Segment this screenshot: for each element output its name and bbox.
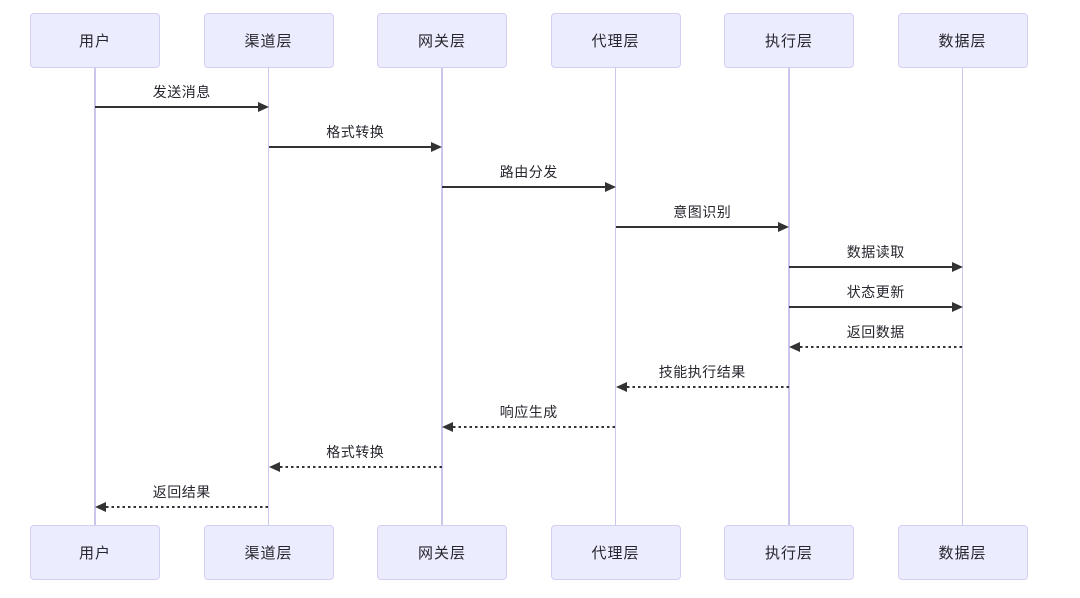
message-line xyxy=(789,266,952,268)
arrowhead-icon xyxy=(951,262,963,272)
lifeline-agent xyxy=(614,68,617,525)
message-line xyxy=(95,106,258,108)
message-label: 响应生成 xyxy=(499,404,558,420)
arrowhead-icon xyxy=(95,502,106,512)
actor-box-bottom-gateway: 网关层 xyxy=(377,525,507,580)
message-line xyxy=(789,306,952,308)
message-line xyxy=(800,346,963,348)
message-line xyxy=(279,466,442,468)
message-line xyxy=(268,146,431,148)
actor-box-bottom-data: 数据层 xyxy=(897,525,1028,580)
lifeline-executor xyxy=(788,68,790,525)
arrowhead-icon xyxy=(778,222,789,232)
arrowhead-icon xyxy=(442,422,453,432)
arrowhead-icon xyxy=(431,142,442,152)
lifeline-data xyxy=(961,68,964,525)
message-label: 技能执行结果 xyxy=(658,364,746,380)
arrowhead-icon xyxy=(789,342,800,352)
actor-box-bottom-executor: 执行层 xyxy=(724,525,854,580)
message-label: 路由分发 xyxy=(499,164,558,180)
message-label: 数据读取 xyxy=(846,244,905,260)
actor-box-top-gateway: 网关层 xyxy=(377,13,507,68)
message-line xyxy=(453,426,616,428)
actor-box-top-user: 用户 xyxy=(30,13,160,68)
lifeline-user xyxy=(94,68,96,525)
actor-box-top-channel: 渠道层 xyxy=(203,13,334,68)
lifeline-channel xyxy=(267,68,270,525)
arrowhead-icon xyxy=(604,182,616,192)
message-label: 格式转换 xyxy=(326,124,385,140)
message-line xyxy=(442,186,605,188)
message-line xyxy=(615,226,778,228)
actor-box-bottom-agent: 代理层 xyxy=(550,525,681,580)
actor-box-top-executor: 执行层 xyxy=(724,13,854,68)
actor-box-top-data: 数据层 xyxy=(897,13,1028,68)
arrowhead-icon xyxy=(268,462,280,472)
message-line xyxy=(106,506,269,508)
arrowhead-icon xyxy=(615,382,627,392)
actor-box-bottom-user: 用户 xyxy=(30,525,160,580)
actor-box-bottom-channel: 渠道层 xyxy=(203,525,334,580)
message-label: 发送消息 xyxy=(152,84,211,100)
message-label: 状态更新 xyxy=(846,284,905,300)
arrowhead-icon xyxy=(257,102,269,112)
lifeline-gateway xyxy=(441,68,443,525)
message-label: 格式转换 xyxy=(326,444,385,460)
message-line xyxy=(626,386,789,388)
actor-box-top-agent: 代理层 xyxy=(550,13,681,68)
message-label: 返回结果 xyxy=(152,484,211,500)
message-label: 意图识别 xyxy=(673,204,732,220)
arrowhead-icon xyxy=(951,302,963,312)
message-label: 返回数据 xyxy=(846,324,905,340)
